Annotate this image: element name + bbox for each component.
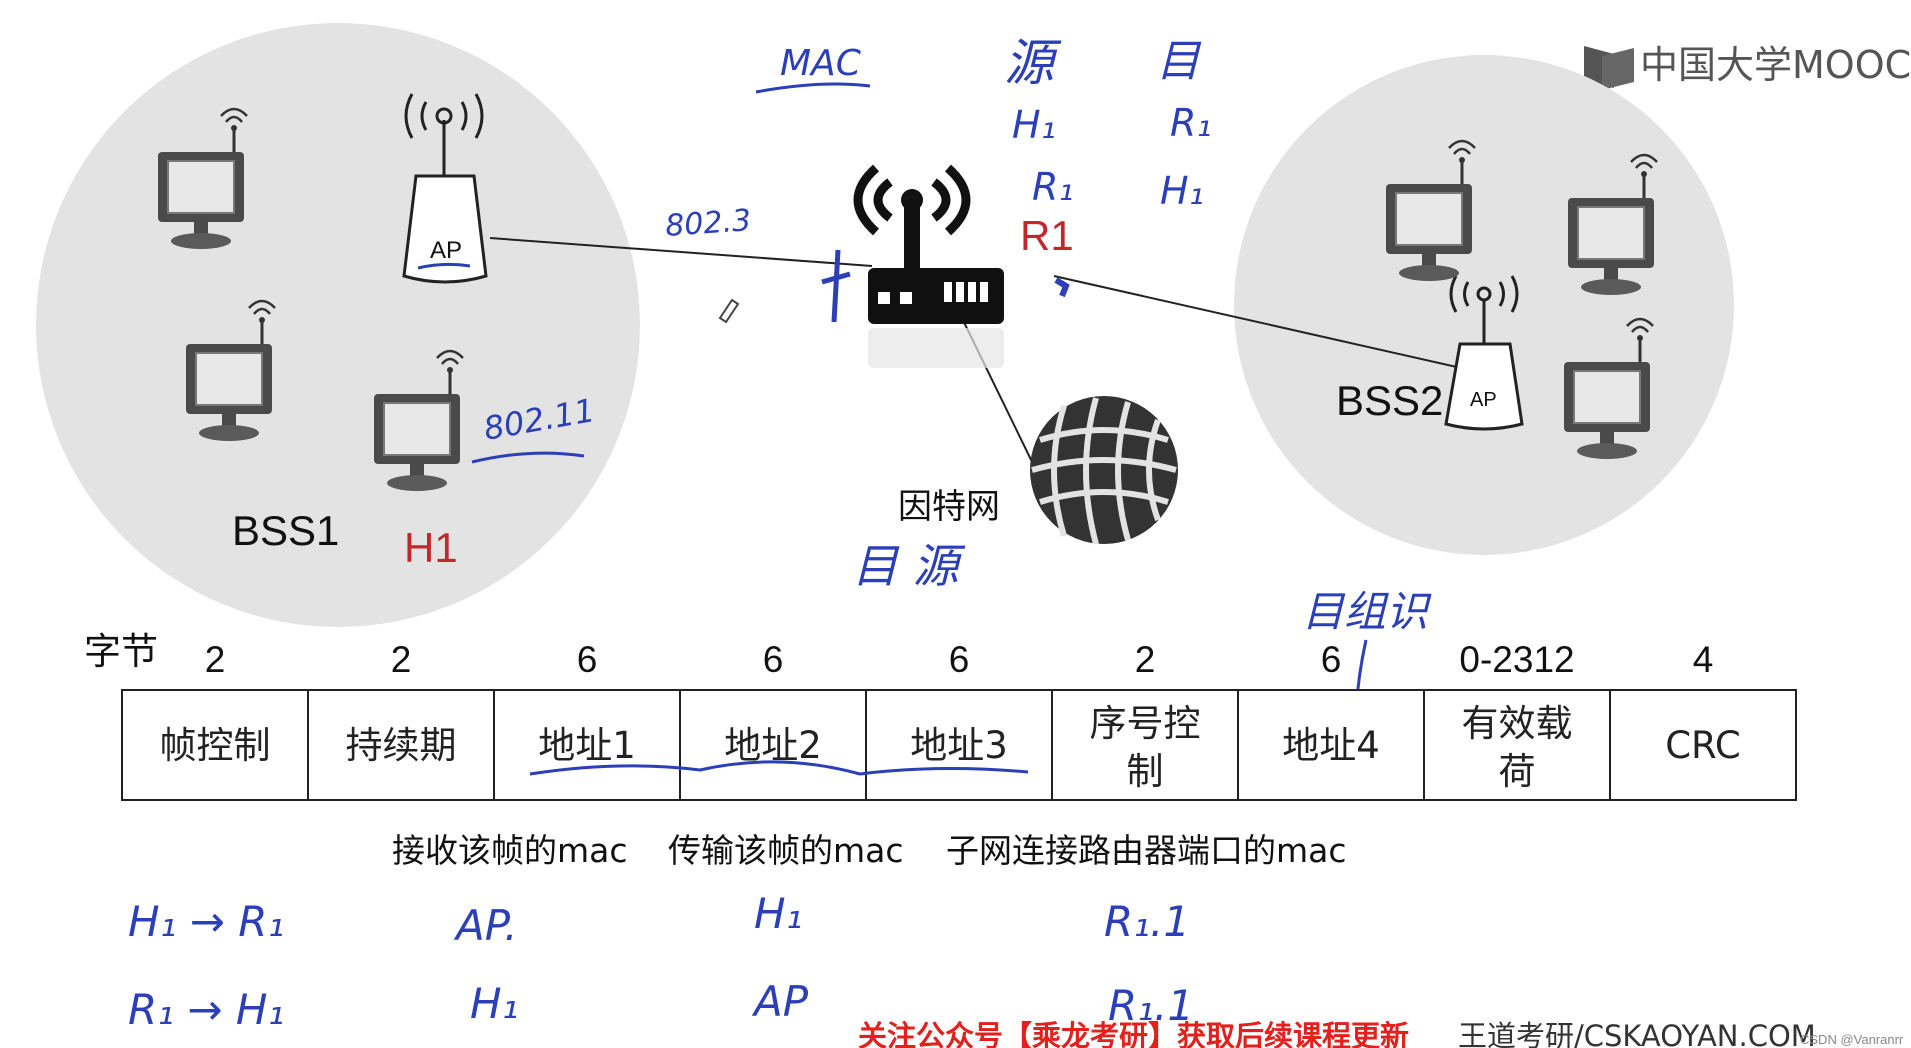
hand-8023: 802.3 bbox=[664, 203, 752, 244]
hand-port-mark-left bbox=[821, 249, 851, 323]
frame-field-cell bbox=[1609, 689, 1797, 801]
hand-dst-header: 目 bbox=[1156, 36, 1202, 87]
hand-row2-src: R₁ bbox=[1032, 165, 1074, 209]
frame-field-label: 制 bbox=[1127, 750, 1164, 793]
footer-site: 王道考研/CSKAOYAN.COM bbox=[1458, 1019, 1816, 1048]
hand-row1-src: H₁ bbox=[1012, 103, 1056, 147]
frame-field-cell bbox=[865, 689, 1053, 801]
hand-bottom-row1-col3: H₁ bbox=[754, 889, 802, 938]
frame-field-label: 地址1 bbox=[538, 724, 636, 767]
ap2-label: AP bbox=[1470, 389, 1497, 411]
internet-globe-icon bbox=[1030, 396, 1178, 545]
hand-bottom-row2-col2: H₁ bbox=[470, 979, 518, 1028]
link-router-ap2 bbox=[1053, 275, 1471, 371]
byte-count: 2 bbox=[391, 639, 412, 680]
hand-address-underline bbox=[529, 760, 1029, 776]
byte-count: 6 bbox=[1321, 639, 1342, 680]
hand-bottom-row1-col1: H₁ → R₁ bbox=[128, 897, 284, 946]
byte-count: 6 bbox=[763, 639, 784, 680]
frame-field-label: 地址4 bbox=[1282, 724, 1380, 767]
bss1-label: BSS1 bbox=[232, 507, 339, 554]
frame-field-cell bbox=[1051, 689, 1239, 801]
hand-bottom-row2-col3: AP bbox=[751, 977, 809, 1026]
frame-field-cell bbox=[1237, 689, 1425, 801]
mooc-logo: 中国大学MOOC bbox=[1584, 43, 1911, 90]
frame-field-cell bbox=[307, 689, 495, 801]
hand-bottom-row2-col1: R₁ → H₁ bbox=[128, 985, 284, 1034]
hand-row2-dst: H₁ bbox=[1160, 169, 1204, 213]
frame-field-cell bbox=[121, 689, 309, 801]
link-ap1-router bbox=[489, 237, 873, 267]
hand-mac-underline bbox=[755, 82, 871, 94]
frame-field-cell bbox=[1423, 689, 1611, 801]
byte-count: 2 bbox=[205, 639, 226, 680]
byte-count: 6 bbox=[577, 639, 598, 680]
frame-field-label: 荷 bbox=[1499, 750, 1536, 793]
frame-field-cell bbox=[679, 689, 867, 801]
frame-field-label: 持续期 bbox=[346, 724, 457, 767]
byte-count: 6 bbox=[949, 639, 970, 680]
logo-text: 中国大学MOOC bbox=[1640, 43, 1911, 87]
hand-bottom-row2-col4: R₁.1 bbox=[1108, 981, 1194, 1030]
r1-label: R1 bbox=[1020, 212, 1074, 259]
hand-80211-underline bbox=[471, 451, 585, 464]
frame-field-label: CRC bbox=[1665, 724, 1741, 767]
byte-count: 4 bbox=[1693, 639, 1714, 680]
frame-field-label: 地址3 bbox=[910, 724, 1008, 767]
frame-field-label: 有效载 bbox=[1462, 702, 1573, 745]
csdn-watermark: CSDN @Vanranrr bbox=[1800, 1032, 1904, 1047]
frame-field-label: 序号控 bbox=[1090, 702, 1201, 745]
hand-dst-group-note: 目组识 bbox=[1302, 587, 1432, 636]
ap2-icon bbox=[1444, 275, 1524, 431]
frame-field-label: 帧控制 bbox=[160, 724, 271, 767]
hand-bottom-row1-col2: AP. bbox=[453, 901, 518, 950]
h1-label: H1 bbox=[404, 524, 458, 571]
hand-ap-underline bbox=[417, 262, 471, 270]
bytes-label: 字节 bbox=[84, 631, 158, 672]
bss2-label: BSS2 bbox=[1336, 377, 1443, 424]
hand-bottom-row1-col4: R₁.1 bbox=[1104, 897, 1190, 946]
hand-src-header: 源 bbox=[1004, 34, 1062, 92]
hand-port-mark-right bbox=[1054, 277, 1070, 298]
hand-mac: MAC bbox=[780, 43, 862, 84]
ap1-icon bbox=[402, 93, 488, 284]
hand-row1-dst: R₁ bbox=[1170, 101, 1212, 145]
byte-count: 2 bbox=[1135, 639, 1156, 680]
byte-count: 0-2312 bbox=[1459, 639, 1574, 680]
addr1-description: 接收该帧的mac bbox=[392, 831, 628, 870]
frame-field-label: 地址2 bbox=[724, 724, 822, 767]
footer-promo: 关注公众号【乘龙考研】获取后续课程更新 bbox=[858, 1019, 1409, 1048]
addr2-description: 传输该帧的mac bbox=[668, 831, 904, 870]
hand-dst-src-note: 目 源 bbox=[852, 539, 966, 593]
internet-label: 因特网 bbox=[898, 488, 1000, 526]
pen-cursor-icon bbox=[718, 298, 740, 324]
ap1-label: AP bbox=[430, 237, 462, 264]
router-icon bbox=[853, 164, 1004, 368]
addr3-description: 子网连接路由器端口的mac bbox=[946, 831, 1347, 870]
